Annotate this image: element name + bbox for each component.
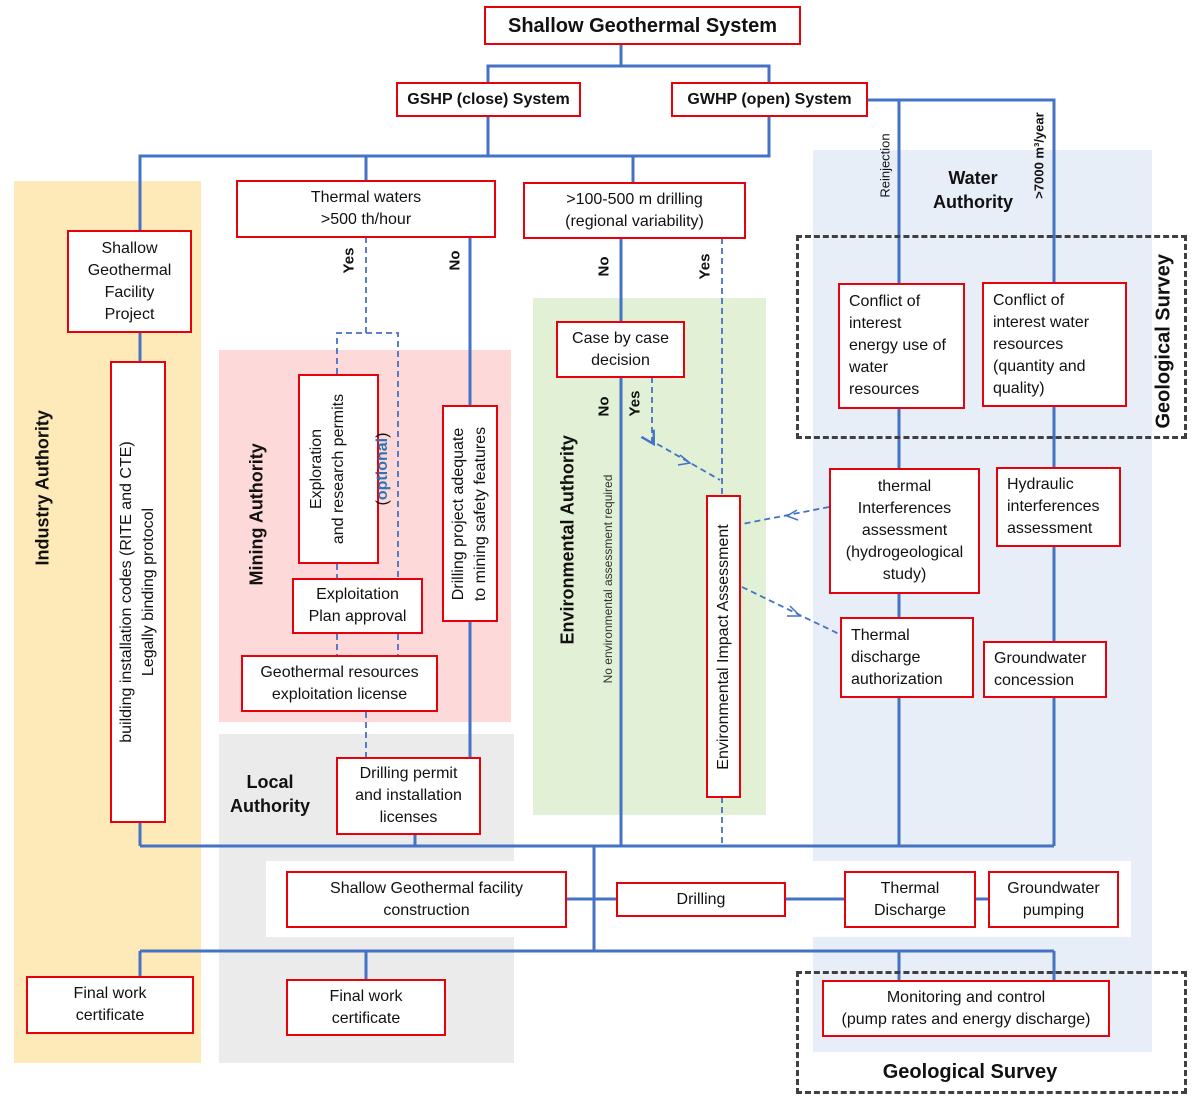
arrow-thermal-eia — [785, 509, 799, 521]
exploitation-plan-box[interactable]: Exploitation Plan approval — [292, 578, 423, 634]
drilling-permit-box[interactable]: Drilling permit and installation license… — [336, 757, 481, 835]
eia-text: Environmental Impact Assessment — [714, 523, 732, 770]
industry-authority-label: Industry Authority — [32, 410, 53, 566]
conflict-energy-box[interactable]: Conflict of interest energy use of water… — [838, 283, 965, 409]
environmental-authority-label: Environmental Authority — [557, 435, 578, 645]
no-env-assessment-label: No environmental assessment required — [601, 474, 615, 684]
exploration-permits-main: Exploration and research permits — [307, 393, 347, 545]
monitoring-box[interactable]: Monitoring and control (pump rates and e… — [822, 980, 1110, 1037]
local-authority-label: Local Authority — [230, 772, 310, 816]
connector-title-systems — [486, 44, 771, 84]
exploration-permits-text: Exploration and research permits (option… — [284, 379, 394, 559]
facility-project-box[interactable]: Shallow Geothermal Facility Project — [67, 230, 192, 333]
mining-authority-label: Mining Authority — [246, 443, 267, 586]
geological-survey-label-top: Geological Survey — [1152, 253, 1175, 429]
drilling-project-safety-text: Drilling project adequate to mining safe… — [450, 426, 489, 601]
case-by-case-box[interactable]: Case by case decision — [556, 321, 685, 378]
building-codes-text: building installation codes (RITE and CT… — [118, 441, 157, 743]
conflict-water-box[interactable]: Conflict of interest water resources (qu… — [982, 282, 1127, 407]
gshp-system-box[interactable]: GSHP (close) System — [396, 82, 581, 117]
drilling-project-safety-box[interactable]: Drilling project adequate to mining safe… — [442, 405, 498, 622]
eia-box[interactable]: Environmental Impact Assessment — [706, 495, 741, 798]
final-cert-industry-box[interactable]: Final work certificate — [26, 976, 194, 1034]
groundwater-concession-box[interactable]: Groundwater concession — [983, 641, 1107, 698]
drilling-box[interactable]: Drilling — [616, 882, 786, 917]
geological-survey-zone-top — [796, 235, 1187, 439]
hydraulic-interferences-box[interactable]: Hydraulic interferences assessment — [996, 467, 1121, 547]
yes-label-drilling: Yes — [696, 253, 714, 280]
drilling-depth-box[interactable]: >100-500 m drilling (regional variabilit… — [523, 182, 746, 239]
optional-tag: optional — [373, 437, 391, 501]
gwhp-system-box[interactable]: GWHP (open) System — [671, 82, 868, 117]
building-codes-box[interactable]: building installation codes (RITE and CT… — [110, 361, 166, 823]
exploration-permits-box[interactable]: Exploration and research permits (option… — [298, 374, 391, 564]
title-box[interactable]: Shallow Geothermal System — [484, 6, 801, 45]
thermal-discharge-box[interactable]: Thermal Discharge — [844, 871, 976, 928]
volume-threshold-label: >7000 m³/year — [1031, 112, 1047, 199]
no-label-case: No — [595, 396, 613, 417]
reinjection-label: Reinjection — [877, 133, 893, 198]
yes-label-thermal: Yes — [340, 247, 358, 274]
thermal-waters-box[interactable]: Thermal waters >500 th/hour — [236, 180, 496, 238]
yes-label-case: Yes — [626, 390, 644, 417]
geological-survey-zone-bottom — [796, 971, 1187, 1094]
exploitation-license-box[interactable]: Geothermal resources exploitation licens… — [241, 655, 438, 712]
groundwater-pumping-box[interactable]: Groundwater pumping — [988, 871, 1119, 928]
thermal-interferences-box[interactable]: thermal Interferences assessment (hydrog… — [829, 468, 980, 594]
facility-construction-box[interactable]: Shallow Geothermal facility construction — [286, 871, 567, 928]
paren-close: ) — [373, 432, 391, 438]
thermal-discharge-auth-box[interactable]: Thermal discharge authorization — [840, 617, 974, 698]
no-label-thermal: No — [446, 250, 464, 271]
no-label-drilling: No — [595, 256, 613, 277]
final-cert-local-box[interactable]: Final work certificate — [286, 979, 446, 1036]
geological-survey-label-bottom: Geological Survey — [882, 1061, 1058, 1083]
arrow-eia-discharge — [787, 605, 802, 617]
paren-open: ( — [373, 500, 391, 506]
water-authority-label: Water Authority — [933, 168, 1013, 212]
